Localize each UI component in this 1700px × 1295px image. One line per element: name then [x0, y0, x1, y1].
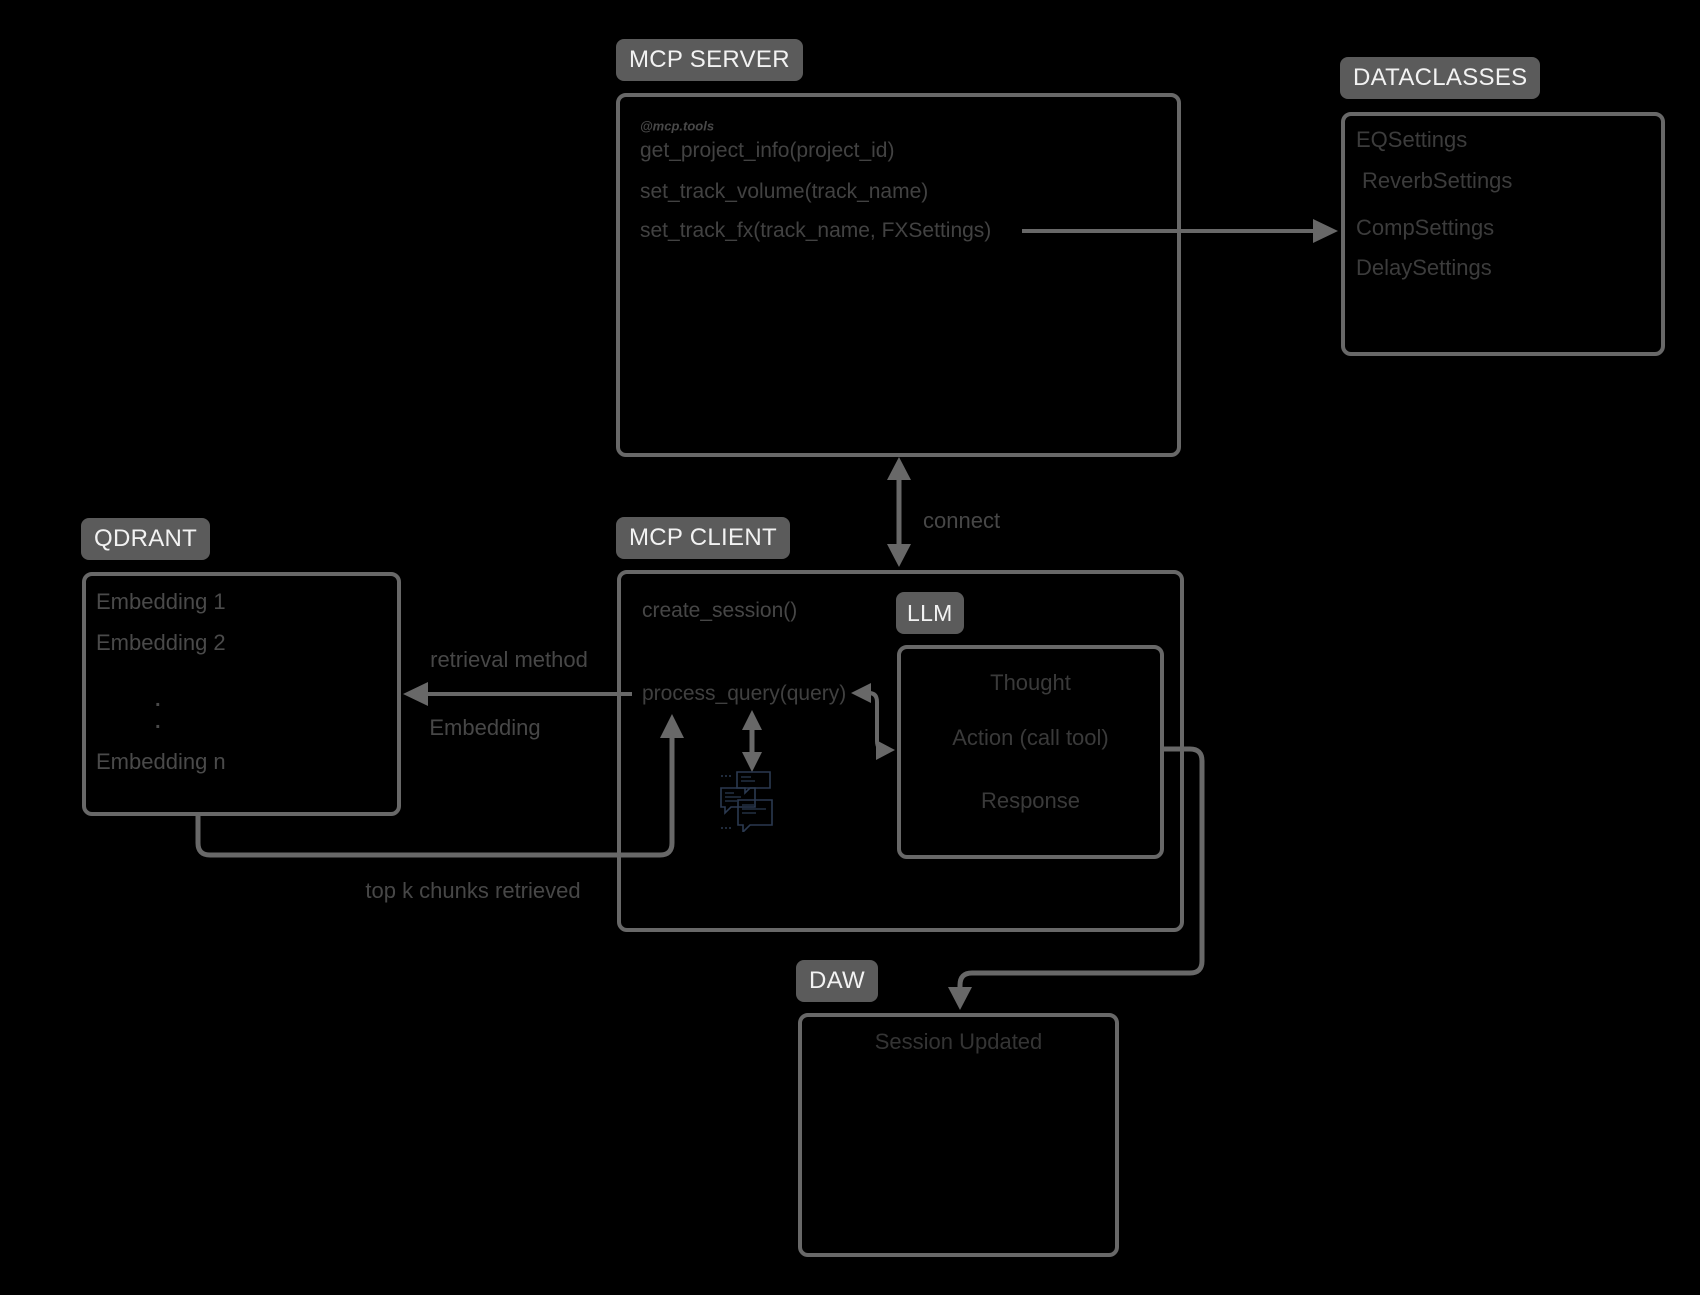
mcp-tools-decorator: @mcp.tools [640, 118, 715, 134]
method-process-query: process_query(query) [642, 682, 847, 705]
tool-get-project-info: get_project_info(project_id) [640, 139, 895, 162]
edge-label-embedding: Embedding [429, 715, 541, 740]
mcp-client-badge: MCP CLIENT [616, 517, 790, 559]
mcp-server-badge: MCP SERVER [616, 39, 803, 81]
chat-messages-icon [720, 771, 773, 832]
tool-set-track-fx: set_track_fx(track_name, FXSettings) [640, 219, 992, 242]
edge-label-retrieval-method: retrieval method [430, 647, 588, 672]
tool-set-track-volume: set_track_volume(track_name) [640, 180, 929, 203]
arrow-query-chat [742, 710, 762, 772]
dataclass-reverbsettings: ReverbSettings [1362, 168, 1513, 193]
arrow-query-llm [851, 683, 895, 760]
dataclass-compsettings: CompSettings [1356, 215, 1495, 240]
embedding-1: Embedding 1 [96, 589, 226, 614]
edge-label-top-k-chunks: top k chunks retrieved [365, 878, 581, 903]
ellipsis-dot: · [155, 716, 162, 739]
qdrant-badge: QDRANT [81, 518, 211, 560]
qdrant-box [82, 572, 401, 816]
embedding-n: Embedding n [96, 749, 226, 774]
daw-status: Session Updated [874, 1029, 1043, 1054]
dataclasses-badge: DATACLASSES [1340, 57, 1541, 99]
arrow-connect [887, 457, 911, 567]
llm-badge: LLM [896, 592, 964, 634]
edge-label-connect: connect [923, 508, 1001, 533]
llm-step-thought: Thought [990, 670, 1071, 695]
method-create-session: create_session() [642, 599, 798, 622]
arrow-llm-to-daw [948, 746, 1205, 1010]
arrow-retrieval-method [403, 682, 632, 706]
arrow-settrackfx-to-dataclasses [1022, 219, 1338, 243]
dataclass-delaysettings: DelaySettings [1356, 255, 1492, 280]
daw-box [798, 1013, 1119, 1257]
embedding-2: Embedding 2 [96, 630, 226, 655]
dataclasses-box [1341, 112, 1665, 356]
llm-step-response: Response [980, 788, 1081, 813]
arrow-top-k-chunks [195, 714, 684, 858]
ellipsis-dot: · [155, 694, 162, 717]
daw-badge: DAW [796, 960, 879, 1002]
llm-step-action: Action (call tool) [952, 725, 1109, 750]
llm-box [897, 645, 1164, 859]
dataclass-eqsettings: EQSettings [1356, 127, 1468, 152]
mcp-server-box [616, 93, 1181, 457]
